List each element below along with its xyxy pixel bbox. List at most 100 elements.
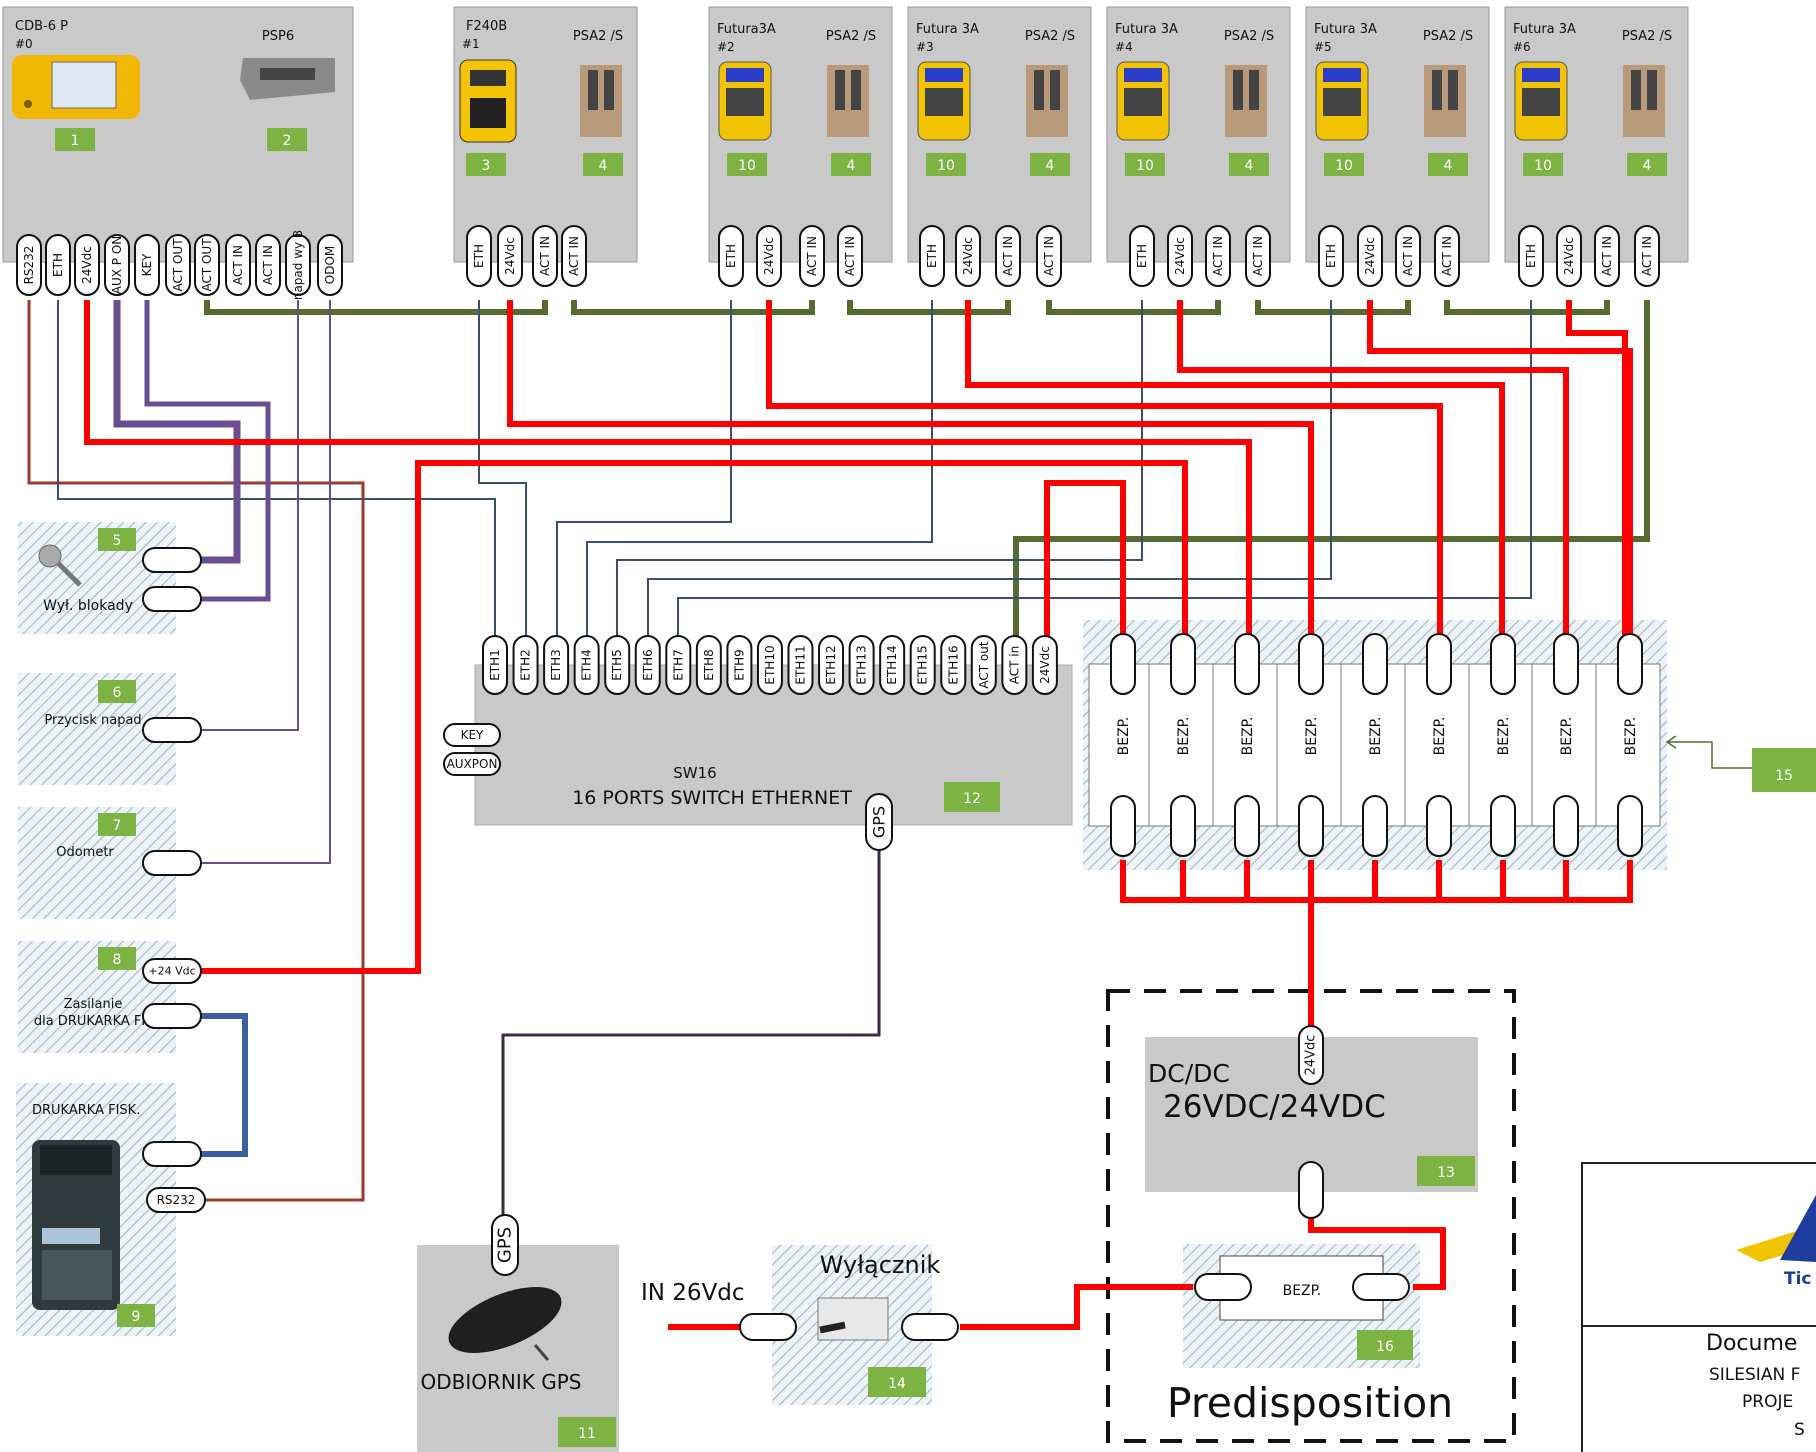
act-wire bbox=[204, 300, 548, 315]
pin-label: AUXPON bbox=[447, 757, 498, 771]
futura-title: Futura 3A bbox=[1314, 22, 1377, 37]
power-wire bbox=[193, 460, 1188, 974]
pin-label: ETH16 bbox=[946, 645, 960, 684]
pin-label: GPS bbox=[870, 806, 889, 838]
futura-port-pin: 24Vdc bbox=[1556, 225, 1582, 287]
power-wire bbox=[1044, 480, 1126, 648]
power-wire bbox=[1177, 300, 1569, 640]
pin-body bbox=[1298, 795, 1324, 857]
futura-screen bbox=[726, 68, 764, 82]
f240b-port-pin: ACT IN bbox=[532, 225, 558, 287]
psa-label: PSA2 /S bbox=[1423, 29, 1473, 44]
pin-label: ETH13 bbox=[855, 645, 869, 684]
psa-badge: 4 bbox=[1229, 153, 1269, 176]
act-wire bbox=[1444, 300, 1610, 315]
f240b-psa-badge: 4 bbox=[583, 153, 623, 176]
pin-body bbox=[756, 635, 783, 695]
pin-body bbox=[1110, 795, 1136, 857]
pin-body bbox=[1553, 795, 1579, 857]
pin-body bbox=[718, 225, 744, 287]
psa-slot bbox=[835, 70, 845, 110]
pin-label: ACT IN bbox=[1640, 236, 1654, 276]
fuse-cell-label: BEZP. bbox=[1559, 717, 1575, 756]
svg-text:1: 1 bbox=[71, 133, 80, 149]
pin-body bbox=[104, 234, 130, 296]
pin-body bbox=[142, 586, 202, 612]
pin-body bbox=[909, 635, 936, 695]
switch-port-pin: ETH15 bbox=[909, 635, 936, 695]
pin-label: ACT IN bbox=[1440, 236, 1454, 276]
switch-badge: 12 bbox=[963, 791, 981, 807]
pin-label: KEY bbox=[140, 253, 154, 276]
pin-body bbox=[995, 225, 1021, 287]
main-switch-in-pin bbox=[739, 1313, 797, 1341]
pin-body bbox=[491, 1214, 519, 1276]
switch-gps-pin: GPS bbox=[865, 793, 893, 851]
pin-body bbox=[787, 635, 814, 695]
fuse-pin-top bbox=[1234, 633, 1260, 695]
futura-id: #2 bbox=[717, 40, 735, 54]
futura-device-image bbox=[1514, 61, 1568, 141]
cdb6-port-pin: ACT OUT bbox=[194, 234, 220, 296]
eth-wire bbox=[677, 300, 1532, 648]
fuse-pin-bottom bbox=[1170, 795, 1196, 857]
pin-label: ACT IN bbox=[1600, 236, 1614, 276]
pin-body bbox=[695, 635, 722, 695]
psp6-device-image bbox=[240, 58, 335, 100]
pin-label: ETH11 bbox=[794, 645, 808, 684]
pin-body bbox=[1031, 635, 1058, 695]
pin-label: ACT IN bbox=[1001, 236, 1015, 276]
psa-body bbox=[827, 65, 869, 137]
fuse-pin-top bbox=[1490, 633, 1516, 695]
fuse-cell-label: BEZP. bbox=[1432, 717, 1448, 756]
power-label-2: dla DRUKARKA FISK. bbox=[34, 1014, 166, 1029]
f240b-badge: 3 bbox=[466, 153, 506, 176]
futura-keypad bbox=[925, 88, 963, 116]
switch-port-pin: ETH7 bbox=[665, 635, 692, 695]
aux-wire bbox=[113, 300, 241, 564]
pin-body bbox=[1352, 1273, 1410, 1301]
switch-port-pin: ETH11 bbox=[787, 635, 814, 695]
pin-label: ACT IN bbox=[1211, 236, 1225, 276]
futura-port-pin: ACT IN bbox=[837, 225, 863, 287]
power-wire bbox=[1566, 300, 1628, 640]
key-box: 5 Wył. blokady bbox=[18, 522, 176, 634]
cdb6-port-pin: ODOM bbox=[317, 234, 343, 296]
pin-label: ETH8 bbox=[702, 649, 716, 681]
cdb6-port-pin: ETH bbox=[45, 234, 71, 296]
power-wire bbox=[84, 300, 1252, 640]
cdb6-id: #0 bbox=[15, 37, 33, 51]
switch-port-pin: ETH2 bbox=[512, 635, 539, 695]
printer-icon bbox=[32, 1140, 120, 1310]
futura-id: #3 bbox=[916, 40, 934, 54]
pin-body bbox=[45, 234, 71, 296]
pin-label: ACT IN bbox=[1042, 236, 1056, 276]
psa-badge: 4 bbox=[831, 153, 871, 176]
psa-device-image bbox=[1424, 65, 1466, 137]
futura-port-pin: ETH bbox=[1518, 225, 1544, 287]
fuse-pin-top bbox=[1617, 633, 1643, 695]
pin-body bbox=[1170, 633, 1196, 695]
psa-slot bbox=[851, 70, 861, 110]
pin-label: 24Vdc bbox=[80, 246, 94, 284]
cdb6-badge: 1 bbox=[55, 128, 95, 151]
company-logo: Tic bbox=[1736, 1195, 1816, 1289]
pin-body bbox=[604, 635, 631, 695]
badge-text: 4 bbox=[847, 158, 856, 174]
futura-keypad bbox=[1323, 88, 1361, 116]
pin-label: ACT IN bbox=[1251, 236, 1265, 276]
pin-body bbox=[848, 635, 875, 695]
f240b-title: F240B bbox=[466, 19, 507, 34]
pin-body bbox=[1001, 635, 1028, 695]
pin-body bbox=[1553, 633, 1579, 695]
psa-slot bbox=[1233, 70, 1243, 110]
fuse-pin-top bbox=[1426, 633, 1452, 695]
pin-label: ETH4 bbox=[580, 649, 594, 681]
key-pin bbox=[142, 547, 202, 573]
act-wire bbox=[571, 300, 815, 315]
fuse-pin-bottom bbox=[1110, 795, 1136, 857]
title-line4: S bbox=[1794, 1420, 1805, 1440]
pin-body bbox=[665, 635, 692, 695]
